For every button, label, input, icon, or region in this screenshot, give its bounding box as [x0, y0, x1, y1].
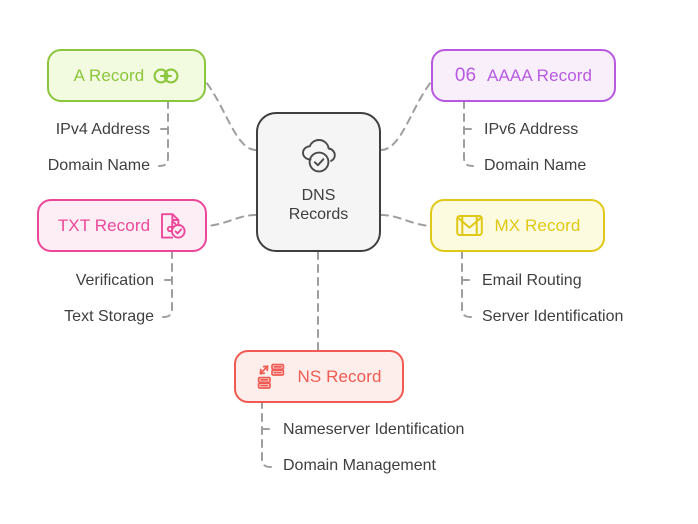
sub-item-email-routing: Email Routing [482, 272, 582, 289]
node-aaaa-record-number: 06 [454, 65, 477, 86]
envelope-icon [455, 213, 484, 238]
center-node-dns-records[interactable]: DNS Records [256, 112, 381, 252]
node-txt-record[interactable]: TXT Record [37, 199, 207, 252]
sub-item-nameserver-identification: Nameserver Identification [283, 421, 465, 438]
edge-aaaa-record-spine [463, 100, 474, 167]
cloud-check-icon [297, 139, 341, 180]
node-txt-record-label: TXT Record [57, 216, 151, 235]
document-music-check-icon [159, 212, 186, 240]
node-a-record-label: A Record [73, 66, 145, 85]
node-aaaa-record[interactable]: 06 AAAA Record [431, 49, 616, 102]
node-aaaa-record-label: AAAA Record [487, 66, 593, 85]
edge-hub-to-mx-record [380, 214, 431, 227]
edge-hub-to-a-record [205, 81, 257, 151]
edge-hub-to-aaaa-record [380, 81, 432, 151]
center-node-title-line2: Records [288, 206, 349, 223]
node-ns-record-label: NS Record [297, 367, 382, 386]
sub-item-a-domain-name: Domain Name [47, 157, 150, 174]
sub-item-ipv6-address: IPv6 Address [484, 121, 579, 138]
center-node-title: DNS Records [289, 187, 349, 225]
edge-hub-to-txt-record [206, 214, 257, 227]
node-mx-record-label: MX Record [494, 216, 581, 235]
sub-item-text-storage: Text Storage [64, 308, 154, 325]
node-mx-record[interactable]: MX Record [430, 199, 605, 252]
center-node-title-line1: DNS [301, 187, 336, 205]
sub-item-ipv4-address: IPv4 Address [55, 121, 150, 138]
edge-a-record-spine [158, 100, 169, 167]
sub-item-server-identification: Server Identification [482, 308, 624, 325]
server-stack-icon [256, 362, 286, 392]
node-ns-record[interactable]: NS Record [234, 350, 404, 403]
edge-txt-record-spine [162, 250, 173, 318]
node-a-record[interactable]: A Record [47, 49, 206, 102]
link-chain-icon [153, 67, 179, 85]
sub-item-aaaa-domain-name: Domain Name [484, 157, 587, 174]
sub-item-domain-management: Domain Management [283, 457, 436, 474]
edge-mx-record-spine [461, 250, 472, 318]
sub-item-verification: Verification [75, 272, 154, 289]
edge-ns-record-spine [261, 400, 272, 468]
